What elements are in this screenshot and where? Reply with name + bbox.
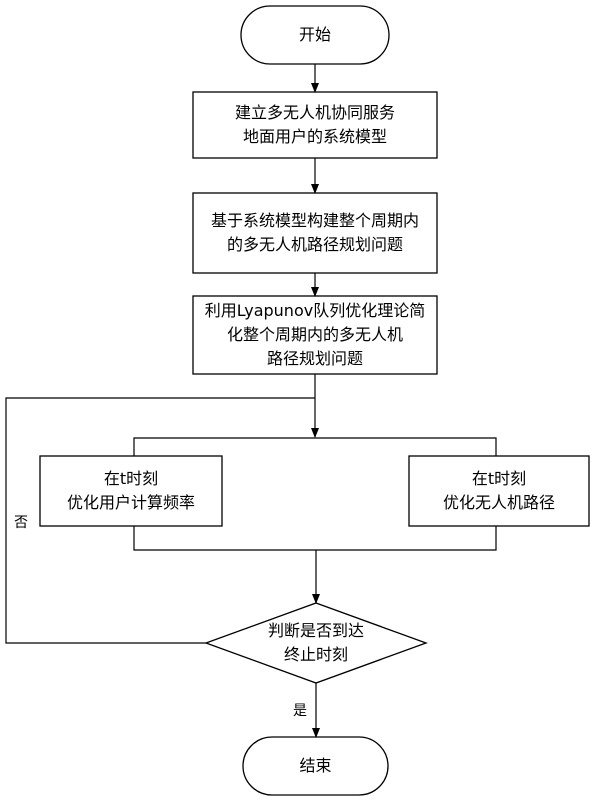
step2-line2: 的多无人机路径规划问题 (226, 235, 403, 254)
step2-label: 基于系统模型构建整个周期内 的多无人机路径规划问题 (193, 193, 437, 273)
step3-label: 利用Lyapunov队列优化理论简 化整个周期内的多无人机 路径规划问题 (193, 296, 437, 374)
left-process-box (39, 455, 223, 527)
right-box-line1: 在t时刻 (471, 469, 527, 488)
no-label: 否 (14, 515, 28, 531)
step1-label: 建立多无人机协同服务 地面用户的系统模型 (193, 92, 437, 158)
start-label: 开始 (241, 6, 389, 64)
right-box-line2: 优化无人机路径 (442, 493, 555, 512)
decision-label: 判断是否到达 终止时刻 (226, 613, 406, 673)
step1-line2: 地面用户的系统模型 (242, 127, 387, 146)
loop-back-no (5, 397, 315, 644)
step3-line2: 化整个周期内的多无人机 (226, 325, 403, 344)
decision-line1: 判断是否到达 (267, 621, 364, 640)
step1-box (192, 91, 438, 159)
left-box-line1: 在t时刻 (103, 469, 159, 488)
start-text: 开始 (298, 25, 331, 44)
step3-line1: 利用Lyapunov队列优化理论简 (204, 301, 426, 320)
step1-line1: 建立多无人机协同服务 (234, 103, 395, 122)
step2-line1: 基于系统模型构建整个周期内 (210, 211, 419, 230)
branch-split (133, 437, 497, 456)
branch-merge (133, 526, 497, 551)
right-box-label: 在t时刻 优化无人机路径 (409, 456, 589, 526)
step3-line3: 路径规划问题 (266, 349, 363, 368)
left-box-label: 在t时刻 优化用户计算频率 (40, 456, 222, 526)
step3-box (192, 295, 438, 375)
decision-line2: 终止时刻 (283, 645, 348, 664)
right-process-box (408, 455, 590, 527)
left-box-line2: 优化用户计算频率 (66, 493, 195, 512)
end-text: 结束 (299, 756, 332, 775)
yes-label: 是 (293, 703, 307, 719)
end-label: 结束 (243, 737, 388, 795)
